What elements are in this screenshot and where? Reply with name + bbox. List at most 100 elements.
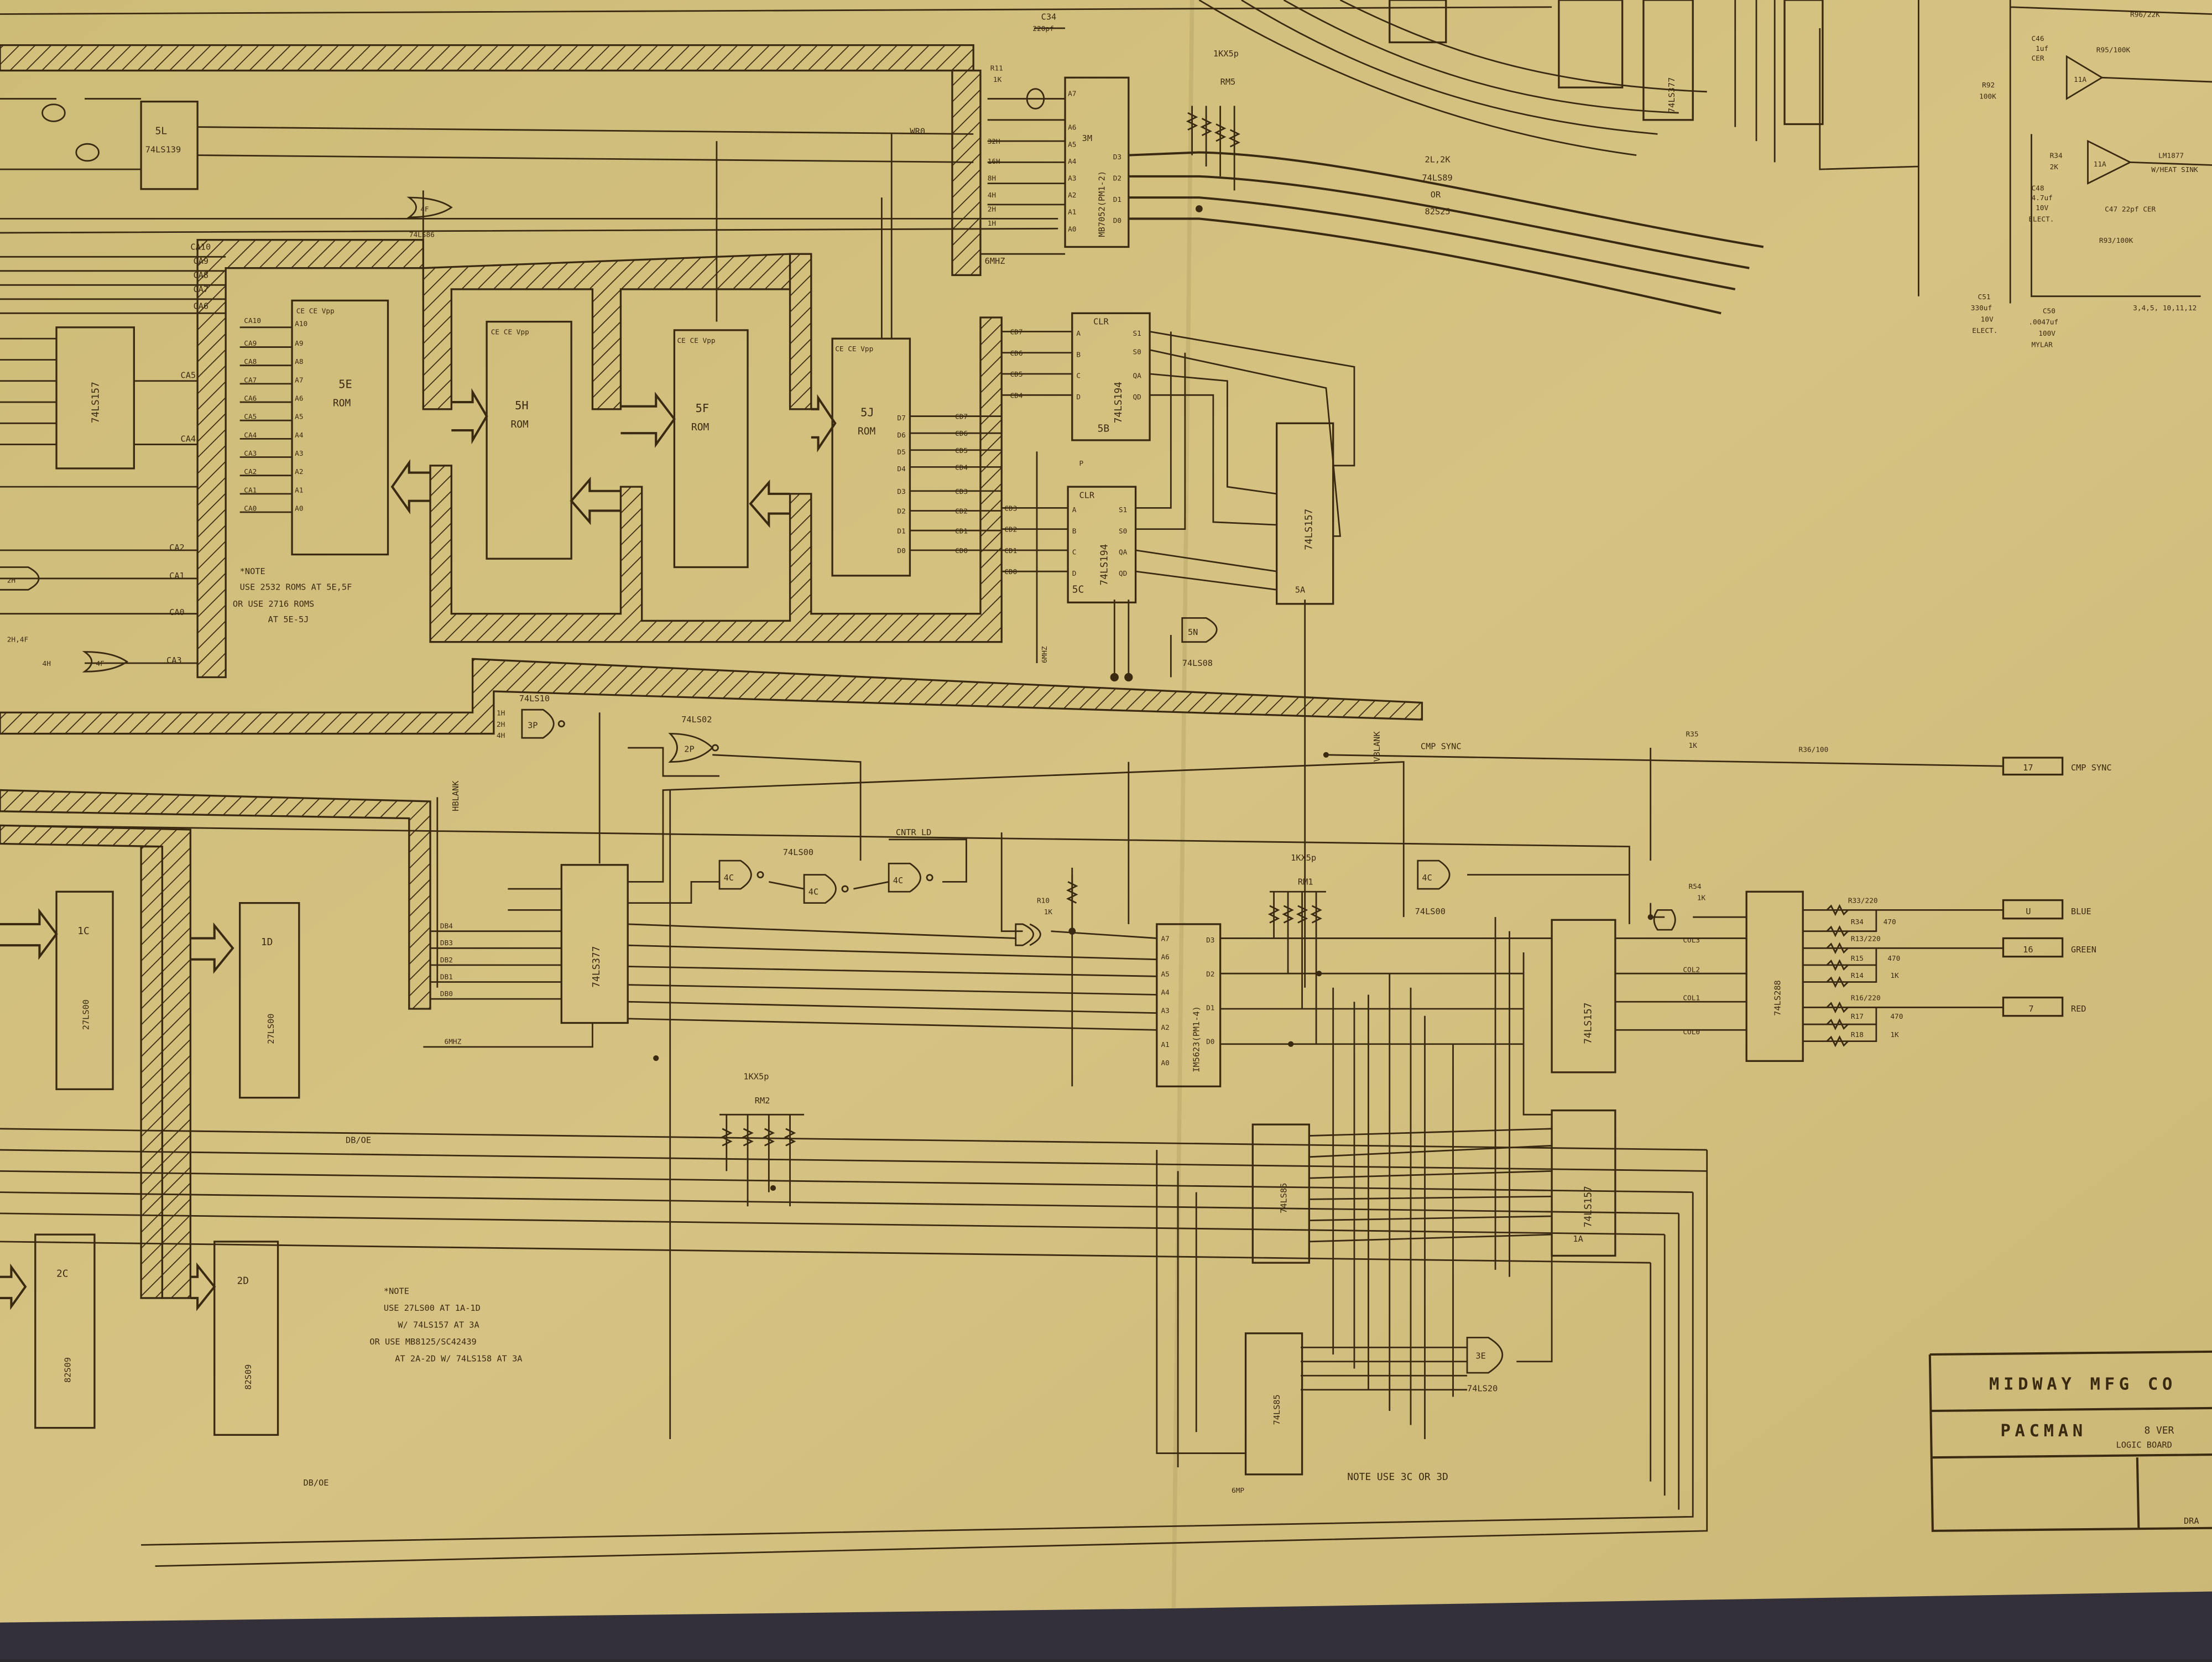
svg-text:2L,2K: 2L,2K (1425, 154, 1451, 164)
r10-resistor: R10 1K (1015, 867, 1078, 946)
svg-text:220pf: 220pf (1032, 25, 1053, 33)
svg-text:CA5: CA5 (244, 413, 257, 421)
svg-text:CA9: CA9 (244, 340, 257, 348)
svg-text:C: C (1072, 549, 1077, 557)
svg-text:1K: 1K (1890, 972, 1899, 980)
svg-text:D0: D0 (1206, 1038, 1214, 1046)
svg-text:74LS288: 74LS288 (1772, 980, 1782, 1015)
prom-3m: MB7052(PM1-2) 3M A7 A6 A5 A4 A3 A2 A1 A0… (988, 12, 1130, 248)
svg-text:CD3: CD3 (955, 488, 968, 496)
svg-text:.0047uf: .0047uf (2028, 319, 2058, 327)
chip-3e-mux: 74LS157 (55, 326, 135, 470)
svg-text:5L: 5L (155, 125, 168, 137)
svg-text:COL3: COL3 (1683, 936, 1700, 945)
wr-bus (951, 69, 982, 277)
svg-text:ROM: ROM (858, 426, 875, 437)
resistor-pack-rm1: 1KX5p RM1 (1267, 853, 1326, 1044)
lower-bus-c (140, 845, 164, 1299)
svg-text:R15: R15 (1851, 955, 1864, 963)
svg-text:74LS157: 74LS157 (90, 382, 102, 423)
svg-text:10V: 10V (1981, 316, 1994, 324)
svg-text:11A: 11A (2094, 160, 2106, 169)
svg-text:DB0: DB0 (440, 990, 453, 998)
svg-text:7: 7 (2028, 1004, 2033, 1014)
r36-label: R36/100 (1799, 746, 1829, 754)
svg-text:MIDWAY MFG CO: MIDWAY MFG CO (1989, 1375, 2177, 1394)
svg-text:R96/22K: R96/22K (2130, 11, 2160, 19)
svg-text:CD0: CD0 (1004, 568, 1017, 576)
shift-register-5c: CLR 74LS194 5C A B C D S1 S0 QA QD CD3 C… (1004, 460, 1137, 663)
rom-bus-frame (789, 253, 812, 410)
svg-text:R18: R18 (1851, 1031, 1864, 1039)
svg-text:CA0: CA0 (169, 607, 185, 617)
svg-text:RED: RED (2071, 1004, 2086, 1014)
svg-text:1A: 1A (1573, 1234, 1583, 1244)
svg-text:IM5623(PM1-4): IM5623(PM1-4) (1191, 1006, 1201, 1072)
svg-text:R14: R14 (1851, 972, 1864, 980)
svg-text:C34: C34 (1041, 12, 1057, 22)
svg-text:A6: A6 (1161, 954, 1169, 962)
gate-3e-74ls20: 3E 74LS20 (1466, 1336, 1504, 1393)
svg-text:RM5: RM5 (1220, 77, 1236, 87)
svg-text:A2: A2 (1068, 191, 1076, 200)
svg-text:A4: A4 (1068, 158, 1077, 166)
svg-text:4H: 4H (497, 732, 505, 740)
svg-text:A5: A5 (295, 413, 303, 421)
svg-text:27LS00: 27LS00 (266, 1013, 276, 1044)
svg-text:CD5: CD5 (1010, 371, 1023, 379)
r35-label: R35 (1686, 731, 1698, 739)
svg-text:27LS00: 27LS00 (81, 999, 91, 1030)
svg-text:R93/100K: R93/100K (2099, 237, 2133, 245)
svg-text:74LS20: 74LS20 (1467, 1383, 1498, 1393)
svg-text:USE 27LS00 AT 1A-1D: USE 27LS00 AT 1A-1D (384, 1303, 481, 1313)
junction-dots (653, 205, 1653, 1191)
svg-text:10V: 10V (2036, 204, 2048, 212)
svg-text:CD7: CD7 (1010, 329, 1023, 337)
svg-text:74LS157: 74LS157 (1303, 509, 1314, 550)
svg-text:CA6: CA6 (193, 301, 208, 311)
svg-text:B: B (1076, 351, 1081, 359)
svg-text:D0: D0 (1113, 217, 1121, 225)
svg-text:74LS00: 74LS00 (783, 847, 813, 857)
svg-text:470: 470 (1890, 1013, 1903, 1021)
ram-1d: 1D 27LS00 (239, 902, 300, 1099)
svg-text:CD1: CD1 (1004, 547, 1017, 555)
svg-text:R54: R54 (1689, 883, 1702, 891)
svg-text:A3: A3 (1068, 175, 1076, 183)
svg-text:A2: A2 (295, 468, 303, 476)
svg-text:R33/220: R33/220 (1848, 897, 1878, 905)
svg-text:74LS08: 74LS08 (1182, 658, 1213, 668)
svg-text:CA9: CA9 (193, 256, 208, 266)
svg-text:CD2: CD2 (1004, 526, 1017, 534)
svg-text:LOGIC BOARD: LOGIC BOARD (2116, 1440, 2172, 1450)
svg-text:4C: 4C (724, 873, 734, 883)
chip-5l: 5L 74LS139 (140, 101, 199, 190)
svg-text:D1: D1 (1206, 1004, 1214, 1013)
svg-text:ELECT.: ELECT. (1972, 327, 1997, 335)
video-resistors: R33/220 R34 470 R13/220 R15 470 R14 1K R… (1826, 897, 1903, 1048)
svg-text:5J: 5J (860, 406, 874, 419)
wr-signal-label: WR0 (910, 126, 925, 136)
prom-4a: IM5623(PM1-4) A7 A6 A5 A4 A3 A2 A1 A0 D3… (1156, 923, 1222, 1087)
svg-text:D2: D2 (1113, 175, 1121, 183)
rom-5j: CE CE Vpp 5J ROM D7 D6 D5 D4 D3 D2 D1 D0… (831, 337, 968, 577)
svg-text:A7: A7 (1161, 935, 1169, 944)
svg-text:D0: D0 (897, 547, 905, 555)
svg-text:D: D (1072, 570, 1077, 578)
cntr-ld-label: CNTR LD (896, 827, 931, 837)
svg-text:100K: 100K (1979, 93, 1996, 101)
svg-text:74LS194: 74LS194 (1099, 544, 1110, 585)
svg-text:CA2: CA2 (244, 468, 257, 476)
shift-register-5b: CLR 74LS194 5B A B C D S1 S0 QA QD CD7 C… (1010, 312, 1151, 441)
svg-text:CE CE Vpp: CE CE Vpp (296, 307, 335, 315)
svg-text:CER: CER (2031, 55, 2044, 63)
svg-text:4H: 4H (43, 660, 51, 668)
svg-text:16: 16 (2023, 945, 2033, 955)
svg-text:D5: D5 (897, 448, 905, 456)
svg-text:ELECT.: ELECT. (2028, 216, 2054, 224)
svg-text:11A: 11A (2074, 76, 2086, 84)
svg-text:CD3: CD3 (1004, 504, 1017, 513)
svg-text:82S09: 82S09 (63, 1357, 73, 1383)
svg-text:PACMAN: PACMAN (2000, 1421, 2087, 1441)
svg-text:74LS377: 74LS377 (1667, 77, 1677, 113)
